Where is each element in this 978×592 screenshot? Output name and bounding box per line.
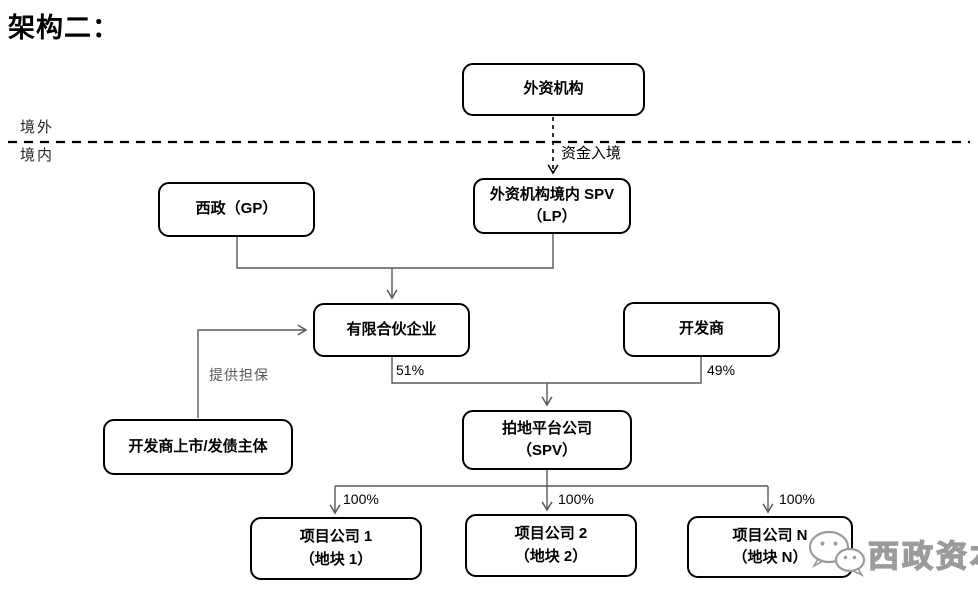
node-project-company-1: 项目公司 1 （地块 1） bbox=[250, 517, 422, 580]
node-label-line2: （SPV） bbox=[516, 442, 577, 459]
label-offshore: 境外 bbox=[20, 119, 55, 136]
node-label: 开发商 bbox=[678, 320, 724, 338]
node-label-line1: 拍地平台公司 bbox=[501, 419, 592, 437]
node-foreign-spv-lp: 外资机构境内 SPV （LP） bbox=[473, 178, 631, 234]
label-onshore: 境内 bbox=[20, 147, 55, 164]
label-share-51: 51% bbox=[396, 362, 425, 378]
node-limited-partnership: 有限合伙企业 bbox=[313, 303, 470, 357]
label-share-49: 49% bbox=[707, 362, 736, 378]
label-capital-inflow: 资金入境 bbox=[561, 145, 622, 162]
node-label: 外资机构 bbox=[523, 80, 584, 98]
node-label: 西政（GP） bbox=[195, 200, 278, 218]
node-developer: 开发商 bbox=[623, 302, 780, 357]
node-project-company-n: 项目公司 N （地块 N） bbox=[687, 516, 853, 578]
node-label: 有限合伙企业 bbox=[346, 320, 437, 338]
page-title: 架构二： bbox=[8, 13, 120, 43]
node-label-line2: （地块 1） bbox=[299, 550, 373, 568]
node-label-line2: （地块 2） bbox=[514, 547, 588, 565]
label-share-100-pn: 100% bbox=[779, 491, 815, 507]
node-foreign-institution: 外资机构 bbox=[462, 63, 645, 116]
connector-gp-lp-join bbox=[236, 234, 554, 269]
connector-share-split bbox=[391, 357, 702, 384]
node-label: 开发商上市/发债主体 bbox=[128, 437, 268, 455]
node-label-line1: 项目公司 1 bbox=[299, 528, 373, 545]
node-label-line2: （LP） bbox=[527, 208, 577, 225]
node-developer-listco-bond-issuer: 开发商上市/发债主体 bbox=[103, 419, 293, 475]
node-project-company-2: 项目公司 2 （地块 2） bbox=[465, 514, 637, 577]
node-label-line1: 外资机构境内 SPV bbox=[489, 185, 615, 203]
connector-guarantee bbox=[197, 324, 308, 418]
label-share-100-p1: 100% bbox=[343, 491, 379, 507]
node-label-line2: （地块 N） bbox=[732, 549, 808, 566]
node-label-line1: 项目公司 N bbox=[732, 526, 808, 544]
label-guarantee: 提供担保 bbox=[209, 367, 269, 383]
node-land-platform-spv: 拍地平台公司 （SPV） bbox=[462, 410, 632, 470]
connector-platform-branch bbox=[335, 470, 768, 487]
node-label-line1: 项目公司 2 bbox=[514, 525, 588, 542]
label-share-100-p2: 100% bbox=[558, 491, 594, 507]
node-xizheng-gp: 西政（GP） bbox=[158, 182, 315, 237]
